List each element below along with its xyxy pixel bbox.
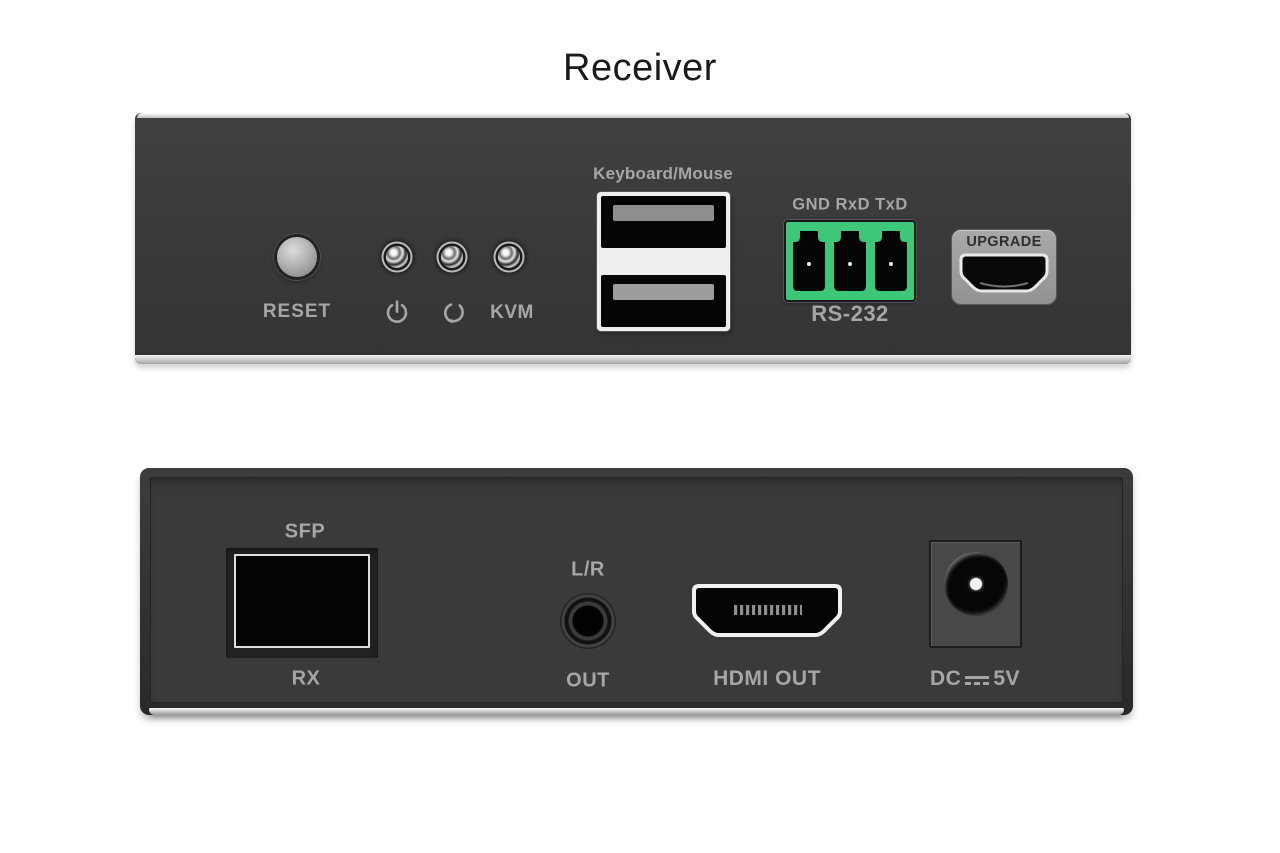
page-title: Receiver: [563, 47, 717, 89]
rs232-terminal-block: [784, 220, 916, 302]
rear-panel: SFP RX L/R OUT HDMI OUT DC 5V: [140, 468, 1133, 715]
reset-label: RESET: [262, 301, 332, 322]
dc-label-prefix: DC: [929, 667, 962, 690]
usb-port-top: [601, 196, 726, 248]
loop-icon: [441, 299, 469, 327]
audio-lr-label: L/R: [571, 558, 605, 581]
sfp-rx-label: RX: [291, 667, 321, 690]
upgrade-label: UPGRADE: [966, 234, 1042, 250]
micro-usb-port: [959, 253, 1049, 293]
hdmi-port: [692, 584, 842, 637]
front-panel-bottom-edge-highlight: [135, 355, 1131, 364]
sfp-port-recess: [226, 548, 378, 658]
kvm-label: KVM: [490, 302, 534, 323]
rs232-pin-slots: [793, 231, 907, 291]
usb-tongue: [613, 205, 714, 221]
rs232-port-label: RS-232: [811, 301, 889, 326]
reset-button: [277, 237, 317, 277]
usb-port-bottom: [601, 275, 726, 327]
usb-tongue: [613, 284, 714, 300]
usb-port-stack: [597, 192, 730, 331]
dc-power-jack: [944, 552, 1008, 616]
rear-panel-bottom-edge-highlight: [149, 708, 1124, 715]
link-led: [441, 246, 463, 268]
hdmi-out-label: HDMI OUT: [713, 667, 821, 690]
usb-keyboard-mouse-label: Keyboard/Mouse: [593, 164, 733, 183]
dc-power-label: DC 5V: [930, 667, 1020, 691]
sfp-port: [234, 554, 370, 648]
audio-jack-port: [560, 593, 616, 649]
audio-out-label: OUT: [566, 669, 610, 692]
front-panel-top-edge-highlight: [137, 113, 1129, 118]
power-icon: [383, 299, 411, 327]
dc-center-pin: [970, 578, 982, 590]
dc-symbol-icon: [965, 676, 990, 685]
kvm-led: [498, 246, 520, 268]
dc-power-jack-bezel: [929, 540, 1022, 648]
front-panel: RESET KVM Keyboard/Mouse GND RxD TxD: [135, 113, 1131, 364]
rs232-pins-label: GND RxD TxD: [792, 195, 908, 214]
dc-label-suffix: 5V: [993, 667, 1021, 690]
sfp-label: SFP: [284, 520, 326, 543]
power-led: [386, 246, 408, 268]
upgrade-port-bezel: UPGRADE: [952, 230, 1056, 304]
